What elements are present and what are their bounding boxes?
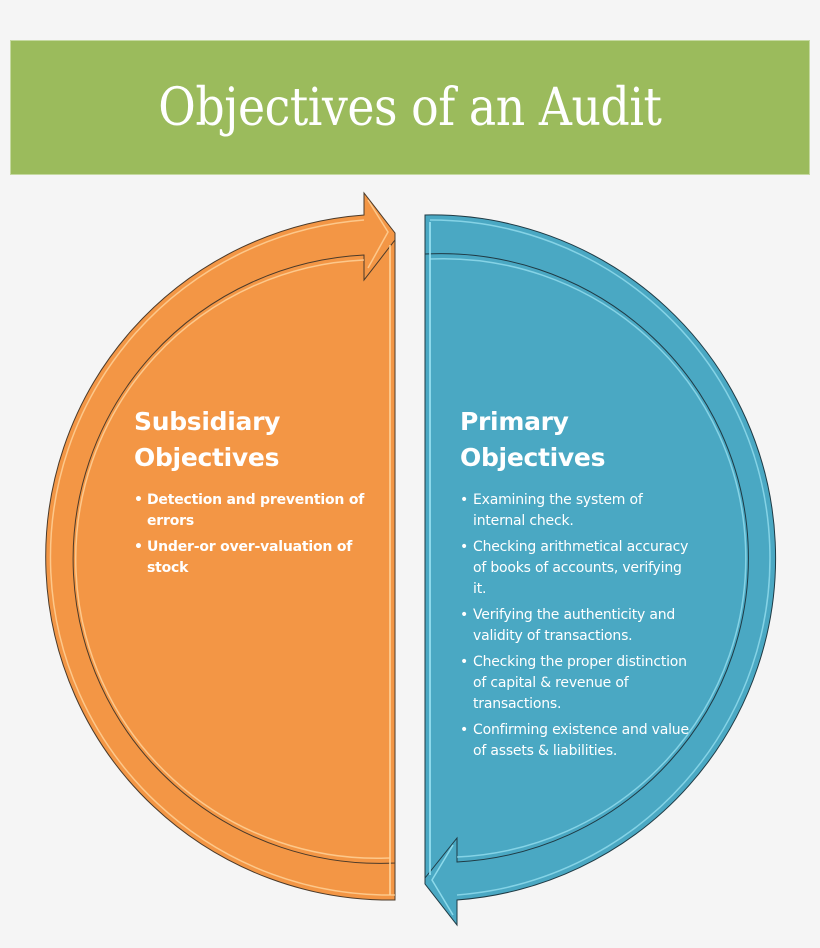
subsidiary-objectives-heading: Subsidiary Objectives (134, 404, 374, 476)
heading-line: Objectives (134, 443, 280, 472)
primary-objectives-panel: Primary Objectives Examining the system … (460, 404, 690, 767)
list-item: Under-or over-valuation of stock (134, 537, 374, 579)
heading-line: Objectives (460, 443, 606, 472)
list-item: Detection and prevention of errors (134, 490, 374, 532)
subsidiary-objectives-panel: Subsidiary Objectives Detection and prev… (134, 404, 374, 584)
list-item: Verifying the authenticity and validity … (460, 605, 690, 647)
title-banner: Objectives of an Audit (10, 40, 810, 175)
list-item: Examining the system of internal check. (460, 490, 690, 532)
heading-line: Subsidiary (134, 407, 281, 436)
page-title: Objectives of an Audit (158, 77, 662, 138)
primary-objectives-heading: Primary Objectives (460, 404, 690, 476)
heading-line: Primary (460, 407, 569, 436)
list-item: Checking the proper distinction of capit… (460, 652, 690, 715)
primary-objectives-list: Examining the system of internal check. … (460, 490, 690, 762)
list-item: Confirming existence and value of assets… (460, 720, 690, 762)
list-item: Checking arithmetical accuracy of books … (460, 537, 690, 600)
subsidiary-objectives-list: Detection and prevention of errors Under… (134, 490, 374, 579)
